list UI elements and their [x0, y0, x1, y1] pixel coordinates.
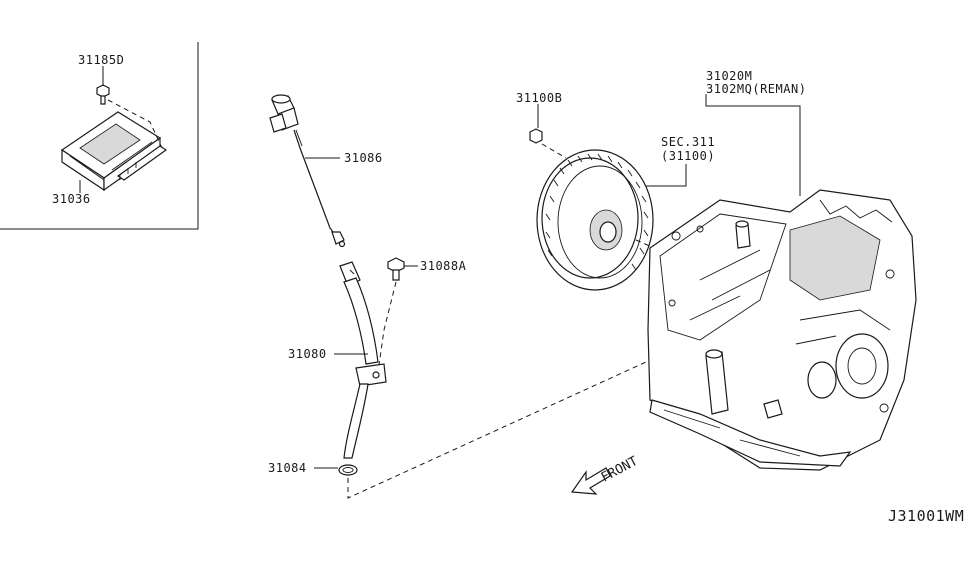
- label-31084: 31084: [268, 461, 307, 475]
- label-transaxle-line1: 31020M: [706, 69, 752, 83]
- front-direction: FRONT: [570, 454, 641, 495]
- label-31086: 31086: [344, 151, 383, 165]
- harness-wire-icon: [293, 129, 337, 237]
- diagram-reference: J31001WM: [888, 507, 964, 525]
- leader-sec: [646, 164, 687, 187]
- label-sec-line1: SEC.311: [661, 135, 715, 149]
- torque-converter-assembly[interactable]: 31100B: [516, 91, 701, 291]
- filler-tube-icon: [339, 261, 387, 459]
- transaxle-icon: [647, 189, 917, 471]
- section-callout[interactable]: SEC.311 (31100): [646, 135, 715, 187]
- harness-connector-icon: [269, 94, 299, 133]
- harness-31086-assembly[interactable]: 31086: [269, 94, 383, 248]
- dash-bolt-to-bracket: [107, 99, 163, 149]
- dash-nut-to-converter: [541, 143, 567, 159]
- torque-converter-icon: [536, 149, 654, 291]
- filler-tube-31080-assembly[interactable]: 31080: [288, 261, 387, 459]
- leader-transaxle: [705, 94, 801, 196]
- oring-31084-assembly[interactable]: 31084: [268, 461, 358, 476]
- label-31100b: 31100B: [516, 91, 562, 105]
- dash-tube-to-transaxle: [347, 309, 761, 499]
- oring-icon: [338, 464, 358, 476]
- label-31080: 31080: [288, 347, 327, 361]
- dash-31088a: [377, 281, 397, 373]
- control-unit-assembly[interactable]: 31185D 31036: [52, 53, 168, 206]
- label-31185d: 31185D: [78, 53, 124, 67]
- bolt-31088a-assembly[interactable]: 31088A: [377, 257, 467, 373]
- control-unit-icon: [60, 111, 168, 192]
- harness-terminal-icon: [331, 231, 346, 248]
- transaxle-assembly[interactable]: 31020M 3102MQ(REMAN): [647, 69, 917, 471]
- label-transaxle-line2: 3102MQ(REMAN): [706, 82, 806, 96]
- label-front: FRONT: [599, 454, 641, 486]
- label-31036: 31036: [52, 192, 91, 206]
- nut-31100b-icon: [529, 128, 543, 144]
- inset-frame: [0, 42, 199, 230]
- bolt-31088a-icon: [387, 257, 405, 281]
- bolt-31185d-icon: [96, 84, 110, 105]
- front-arrow-icon: [570, 467, 611, 495]
- label-sec-line2: (31100): [661, 149, 715, 163]
- label-31088a: 31088A: [420, 259, 467, 273]
